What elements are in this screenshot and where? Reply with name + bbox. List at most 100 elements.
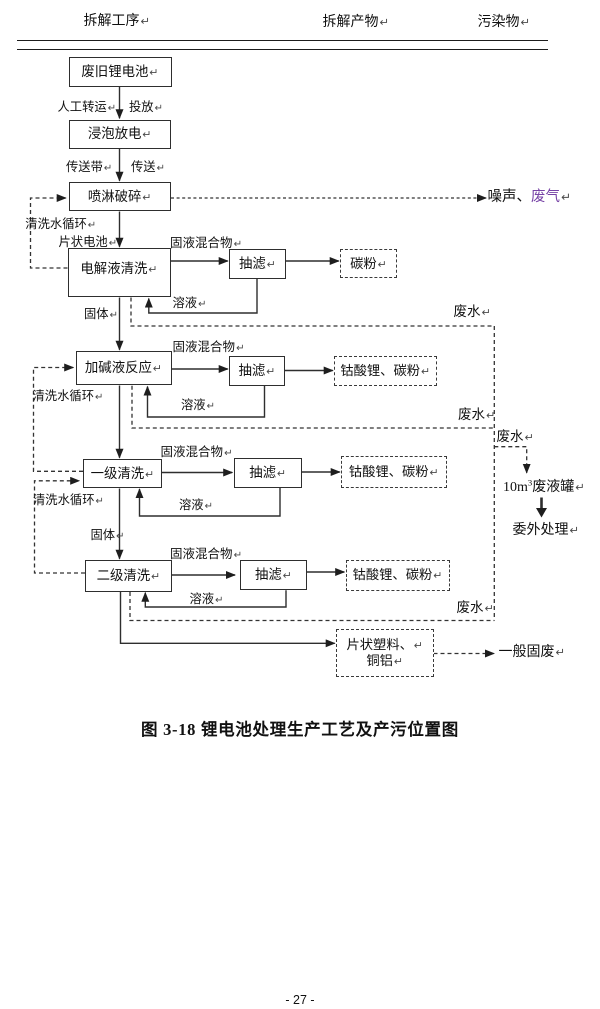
label-solid-1: 固体↵ (84, 307, 119, 321)
node-label-line: 抽滤↵ (239, 363, 276, 379)
superscript: 3 (527, 476, 533, 487)
node-plastic-cu-al: 片状塑料、↵铜铝↵ (336, 628, 434, 677)
label-text: 人工转运 (57, 100, 107, 114)
return-mark-icon: ↵ (486, 409, 496, 422)
node-label-group: 抽滤↵ (255, 567, 292, 583)
node-label-group: 抽滤↵ (249, 465, 286, 481)
node-label-group: 浸泡放电↵ (88, 126, 152, 142)
loop-solution-1 (144, 279, 258, 314)
label-general-solid-waste: 一般固废↵ (499, 646, 566, 660)
label-mixture-1: 固液混合物↵ (170, 237, 242, 250)
return-mark-icon: ↵ (236, 342, 245, 354)
return-mark-icon: ↵ (266, 258, 276, 272)
node-label: 加碱液反应 (84, 360, 152, 376)
return-mark-icon: ↵ (393, 654, 404, 668)
return-mark-icon: ↵ (379, 14, 390, 29)
label-wash-cycle-1: 清洗水循环↵ (25, 218, 96, 231)
label-manual-transfer: 人工转运↵ (58, 101, 117, 114)
node-label: 浸泡放电 (87, 126, 142, 142)
return-mark-icon: ↵ (282, 569, 292, 583)
label-text: 一般固废 (498, 645, 555, 660)
node-label: 抽滤 (238, 362, 266, 378)
return-mark-icon: ↵ (484, 602, 494, 615)
node-carbon-powder: 碳粉↵ (340, 249, 397, 278)
figure-caption: 图 3-18 锂电池处理生产工艺及产污位置图 (141, 720, 459, 739)
recycle-electrolyte-to-spray (29, 194, 68, 269)
return-mark-icon: ↵ (145, 467, 155, 481)
node-spray-crush: 喷淋破碎↵ (68, 182, 171, 211)
label-text: 废液罐 (532, 479, 575, 495)
recycle-first-wash-to-alkali (32, 363, 83, 472)
node-label-line: 浸泡放电↵ (88, 126, 152, 142)
return-mark-icon: ↵ (481, 305, 491, 319)
node-label-line: 钴酸锂、碳粉↵ (340, 363, 430, 379)
return-mark-icon: ↵ (108, 238, 118, 249)
return-mark-icon: ↵ (156, 162, 166, 174)
return-mark-icon: ↵ (266, 364, 276, 378)
header-col-product: 拆解产物↵ (322, 14, 390, 30)
return-mark-icon: ↵ (215, 594, 224, 606)
return-mark-icon: ↵ (148, 262, 158, 276)
node-waste-battery: 废旧锂电池↵ (68, 56, 172, 87)
return-mark-icon: ↵ (575, 479, 585, 494)
node-label-group: 加碱液反应↵ (85, 360, 162, 376)
node-alkali-reaction: 加碱液反应↵ (75, 351, 172, 385)
label-waste-water-1: 废水↵ (453, 303, 491, 319)
edge-second-wash-to-plastic (119, 592, 336, 648)
node-label-group: 钴酸锂、碳粉↵ (349, 464, 439, 480)
label-text: 废气 (531, 188, 560, 205)
node-label: 一级清洗 (90, 465, 145, 481)
return-mark-icon: ↵ (555, 645, 566, 659)
label-text: 废水 (453, 303, 481, 319)
return-mark-icon: ↵ (569, 522, 580, 537)
loop-solution-2 (143, 385, 266, 418)
node-label-line: 片状塑料、↵ (346, 637, 423, 653)
return-mark-icon: ↵ (198, 298, 207, 310)
return-mark-icon: ↵ (413, 639, 424, 653)
label-text: 片状电池 (58, 235, 108, 249)
label-text: 废水 (496, 428, 524, 444)
label-text: 噪声、 (487, 188, 532, 205)
return-mark-icon: ↵ (377, 257, 387, 271)
return-mark-icon: ↵ (421, 364, 431, 378)
node-label: 电解液清洗 (80, 260, 148, 276)
return-mark-icon: ↵ (87, 220, 97, 231)
label-waste-water-2: 废水↵ (458, 408, 495, 422)
return-mark-icon: ↵ (103, 162, 113, 174)
header-rule-top (17, 40, 548, 42)
label-text: 清洗水循环 (33, 493, 95, 507)
label-sheet-battery: 片状电池↵ (59, 236, 118, 249)
node-label-group: 电解液清洗↵ (80, 261, 157, 277)
label-text: 传送带 (66, 159, 103, 174)
return-mark-icon: ↵ (107, 103, 117, 114)
label-text: 传送 (131, 159, 156, 174)
label-solution-2: 溶液↵ (181, 398, 215, 412)
return-mark-icon: ↵ (142, 190, 152, 204)
return-mark-icon: ↵ (142, 128, 152, 142)
page-number: - 27 - (285, 993, 315, 1007)
label-text: 溶液 (172, 295, 198, 310)
return-mark-icon: ↵ (152, 362, 163, 376)
node-label-group: 钴酸锂、碳粉↵ (353, 567, 443, 583)
node-first-wash: 一级清洗↵ (83, 459, 162, 488)
node-label-line: 一级清洗↵ (91, 466, 155, 482)
return-mark-icon: ↵ (429, 466, 439, 480)
node-label: 抽滤 (239, 256, 266, 272)
node-filter-1: 抽滤↵ (229, 249, 286, 279)
node-label-line: 加碱液反应↵ (85, 360, 162, 376)
label-outsourced: 委外处理↵ (513, 522, 580, 538)
node-label: 钴酸锂、碳粉 (340, 362, 421, 378)
node-label-line: 电解液清洗↵ (80, 261, 157, 277)
node-label-line: 喷淋破碎↵ (88, 189, 152, 205)
return-mark-icon: ↵ (109, 309, 119, 321)
label-noise-gas: 噪声、废气↵ (488, 190, 571, 205)
label-mixture-4: 固液混合物↵ (170, 548, 242, 561)
label-mixture-3: 固液混合物↵ (161, 446, 233, 459)
node-licoo2-carbon-2: 钴酸锂、碳粉↵ (341, 456, 447, 488)
label-text: 固液混合物 (170, 236, 233, 250)
node-label-group: 废旧锂电池↵ (81, 64, 158, 80)
return-mark-icon: ↵ (204, 500, 214, 512)
node-second-wash: 二级清洗↵ (85, 560, 172, 592)
label-wash-cycle-3: 清洗水循环↵ (33, 494, 104, 507)
